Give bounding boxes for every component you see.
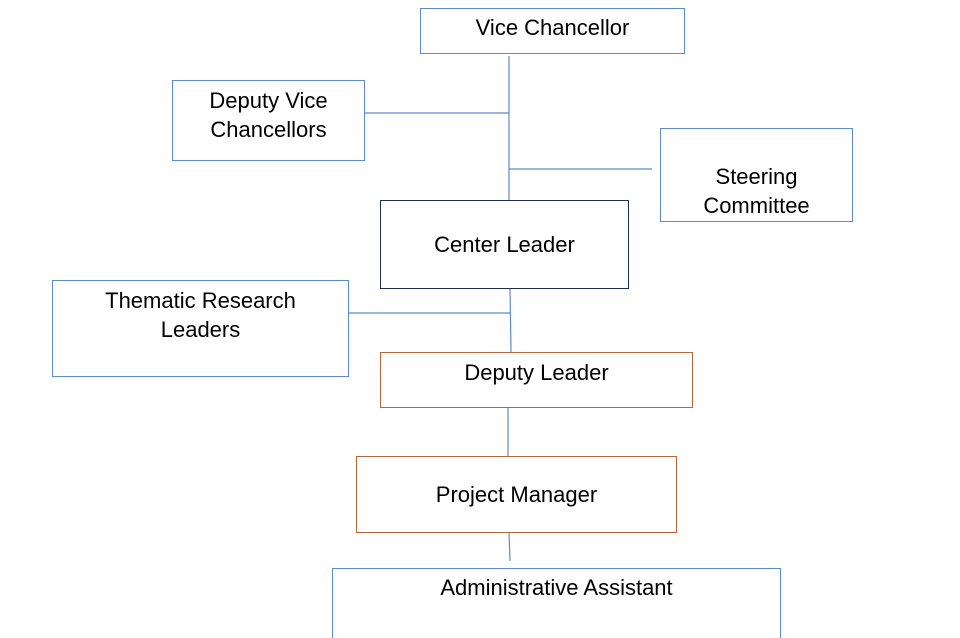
node-deputy-vice-chancellors: Deputy Vice Chancellors xyxy=(172,80,365,161)
connector-pm-to-aa xyxy=(508,532,511,562)
node-deputy-leader: Deputy Leader xyxy=(380,352,693,408)
node-label: Deputy Vice Chancellors xyxy=(209,88,328,142)
node-label: Vice Chancellor xyxy=(475,15,630,40)
node-administrative-assistant: Administrative Assistant xyxy=(332,568,781,638)
node-label: Deputy Leader xyxy=(464,360,609,385)
node-project-manager: Project Manager xyxy=(356,456,677,533)
node-label: Administrative Assistant xyxy=(440,575,673,600)
node-label: Steering Committee xyxy=(703,164,810,218)
connector-lines xyxy=(333,56,652,562)
node-vice-chancellor: Vice Chancellor xyxy=(420,8,685,54)
node-label: Project Manager xyxy=(435,482,598,507)
node-label: Center Leader xyxy=(434,232,575,257)
node-thematic-research-leaders: Thematic Research Leaders xyxy=(52,280,349,377)
connector-cl-to-dl xyxy=(509,288,512,353)
node-steering-committee: Steering Committee xyxy=(660,128,853,222)
node-center-leader: Center Leader xyxy=(380,200,629,289)
node-label: Thematic Research Leaders xyxy=(105,288,296,342)
